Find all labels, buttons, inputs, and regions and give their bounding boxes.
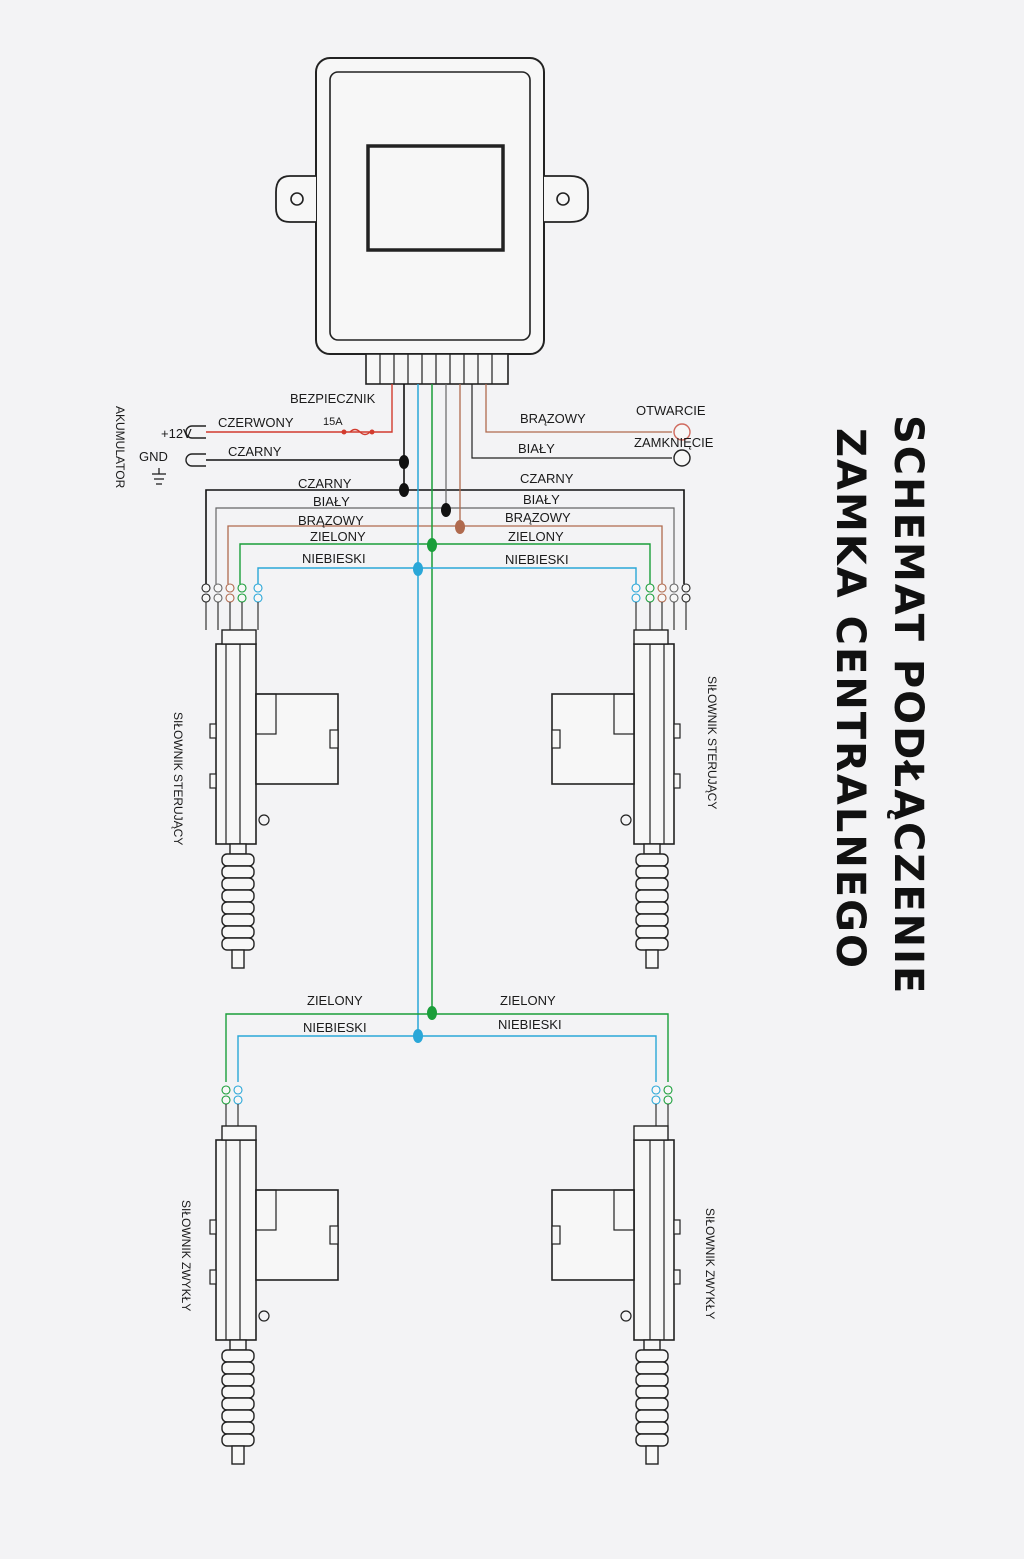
actuator-slave-right	[551, 1125, 681, 1465]
battery-label: AKUMULATOR	[113, 406, 127, 489]
switch-brown-label: BRĄZOWY	[520, 411, 586, 426]
master-right-label: SIŁOWNIK STERUJĄCY	[705, 676, 719, 809]
close-label: ZAMKNIĘCIE	[634, 435, 714, 450]
connector-pins-upper-left	[201, 583, 263, 603]
bus-right-black-label: CZARNY	[520, 471, 574, 486]
battery-terminals	[152, 425, 206, 485]
bus-right-blue-label: NIEBIESKI	[505, 552, 569, 567]
bus-left-blue-label: NIEBIESKI	[302, 551, 366, 566]
slave-left-label: SIŁOWNIK ZWYKŁY	[179, 1200, 193, 1311]
title-line-2: ZAMKA CENTRALNEGO	[827, 428, 873, 970]
fuse-rating-label: 15A	[323, 416, 343, 428]
actuator-master-right	[551, 629, 681, 969]
connector-pins-lower-right	[651, 1085, 673, 1105]
red-wire-label: CZERWONY	[218, 415, 294, 430]
bus-right-green-label: ZIELONY	[508, 529, 564, 544]
black-wire-label: CZARNY	[228, 444, 282, 459]
bus-left-black-label: CZARNY	[298, 476, 352, 491]
lower-blue-left-label: NIEBIESKI	[303, 1020, 367, 1035]
connector-pins-lower-left	[221, 1085, 243, 1105]
switch-white-label: BIAŁY	[518, 441, 555, 456]
open-label: OTWARCIE	[636, 403, 706, 418]
master-left-label: SIŁOWNIK STERUJĄCY	[171, 712, 185, 845]
actuator-master-left	[209, 629, 339, 969]
bus-left-brown-label: BRĄZOWY	[298, 513, 364, 528]
lower-green-right-label: ZIELONY	[500, 993, 556, 1008]
bus-right-brown-label: BRĄZOWY	[505, 510, 571, 525]
wires	[205, 384, 685, 1082]
plus-12v-label: +12V	[161, 426, 192, 441]
switch-terminals	[673, 423, 691, 467]
bus-left-green-label: ZIELONY	[310, 529, 366, 544]
bus-left-white-label: BIAŁY	[313, 494, 350, 509]
fuse-label: BEZPIECZNIK	[290, 391, 376, 406]
lower-blue-right-label: NIEBIESKI	[498, 1017, 562, 1032]
connector-pins-upper-right	[631, 583, 691, 603]
slave-right-label: SIŁOWNIK ZWYKŁY	[703, 1208, 717, 1319]
control-unit	[275, 57, 589, 385]
title-line-1: SCHEMAT PODŁĄCZENIE	[885, 415, 931, 995]
bus-right-white-label: BIAŁY	[523, 492, 560, 507]
actuator-slave-left	[209, 1125, 339, 1465]
lower-green-left-label: ZIELONY	[307, 993, 363, 1008]
gnd-label: GND	[139, 449, 168, 464]
